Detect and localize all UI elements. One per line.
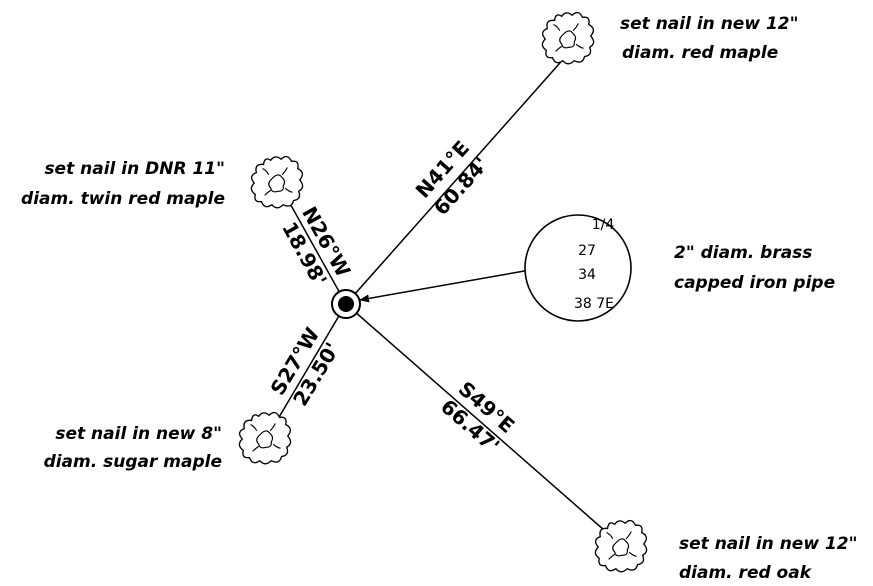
monument-icon: [331, 289, 361, 319]
tree-label-se-line1: set nail in new 12": [679, 534, 857, 554]
tree-label-se-line2: diam. red oak: [679, 563, 813, 583]
tree-icon-ne: [541, 11, 595, 65]
tree-label-ne-line1: set nail in new 12": [620, 14, 798, 34]
tie-line-se: [345, 303, 621, 545]
disc-line-4: 38 7E: [574, 296, 614, 312]
tree-label-sw-line2: diam. sugar maple: [44, 452, 222, 472]
tree-label-nw-line2: diam. twin red maple: [21, 189, 225, 209]
disc-line-1: 1/4: [592, 217, 615, 233]
tie-line-sw: [271, 303, 347, 430]
tree-icon-se: [594, 519, 648, 573]
disc-line-2: 27: [578, 243, 596, 259]
disc-line-3: 34: [578, 267, 596, 283]
monument-label-line2: capped iron pipe: [674, 273, 835, 293]
leader-arrow: [359, 269, 531, 303]
tree-label-ne-line2: diam. red maple: [622, 43, 778, 63]
tree-label-nw-line1: set nail in DNR 11": [44, 159, 225, 179]
disc-detail-circle: [524, 214, 632, 322]
tree-label-sw-line1: set nail in new 8": [55, 424, 222, 444]
tree-icon-nw: [250, 155, 304, 209]
tie-line-ne: [345, 54, 568, 305]
monument-label-line1: 2" diam. brass: [674, 243, 812, 263]
tie-line-nw: [282, 190, 347, 305]
tree-icon-sw: [238, 411, 292, 465]
